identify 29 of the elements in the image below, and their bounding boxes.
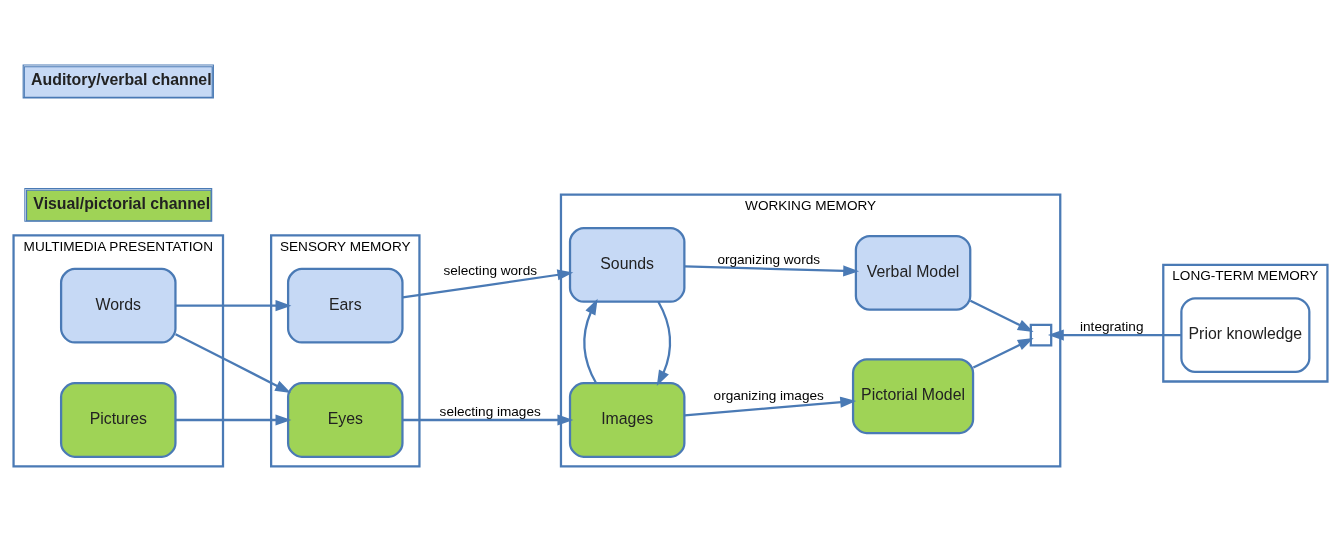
edge-label: selecting words: [443, 262, 537, 278]
arrow: [175, 414, 292, 426]
node-box: Images: [568, 382, 686, 458]
arrow: [969, 299, 1034, 332]
node-box: Sounds: [568, 226, 686, 303]
arrow: [684, 265, 860, 277]
node-box: [1029, 323, 1053, 347]
legend-label: Visual/pictorial channel: [33, 194, 211, 212]
arrow: [1047, 329, 1181, 341]
node-box: Prior knowledge: [1180, 297, 1311, 373]
arrow: [972, 338, 1034, 369]
arrow: [402, 414, 574, 426]
edge-label: organizing images: [713, 388, 824, 404]
arrow: [175, 333, 291, 393]
node-box: Pictorial Model: [851, 358, 975, 435]
node-box: Verbal Model: [854, 234, 972, 311]
node-box: Words: [60, 267, 177, 344]
node-box: Eyes: [287, 382, 404, 458]
node-box: Ears: [287, 267, 404, 344]
arrow: [402, 269, 574, 299]
edge-label: integrating: [1080, 319, 1144, 335]
legend-label: Auditory/verbal channel: [31, 71, 212, 89]
edge-label: organizing words: [717, 252, 821, 268]
node-box: Pictures: [60, 382, 177, 458]
arrow: [684, 396, 857, 417]
arrow: [583, 298, 598, 384]
arrow: [656, 301, 672, 387]
edge-label: selecting images: [439, 404, 541, 420]
arrow: [175, 300, 292, 312]
